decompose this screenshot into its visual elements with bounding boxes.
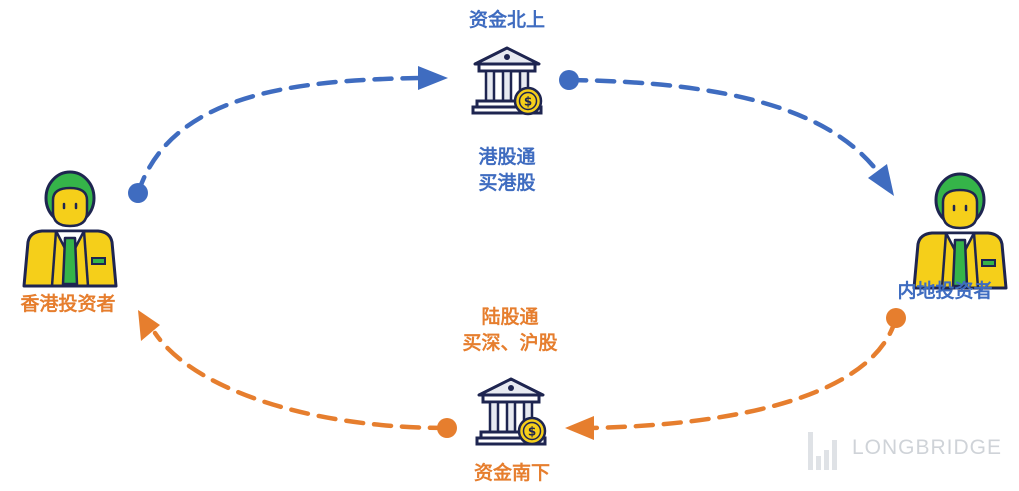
south-flow-title: 资金南下 (473, 462, 550, 484)
southbound-flow (138, 308, 906, 440)
watermark-logo-icon (808, 432, 837, 470)
south-channel-desc: 买深、沪股 (462, 332, 558, 354)
north-arrow-left-path (135, 75, 423, 196)
north-channel-desc: 买港股 (478, 172, 536, 194)
watermark: LONGBRIDGE (846, 428, 1002, 468)
north-flow-title: 资金北上 (468, 9, 545, 31)
south-arrow-left-path (152, 330, 450, 431)
north-channel-name: 港股通 (478, 146, 536, 168)
investor-icon-mainland (912, 172, 1008, 290)
south-channel-name: 陆股通 (481, 306, 539, 328)
north-arrow-left-start-dot (128, 183, 148, 203)
south-arrow-right-head (565, 416, 594, 440)
coin-icon-top (513, 86, 543, 116)
investor-icon-hongkong (22, 170, 118, 288)
mainland-investor-label: 内地投资者 (897, 280, 993, 302)
south-arrow-right-start-dot (886, 308, 906, 328)
north-arrow-right-path (566, 77, 881, 175)
south-arrow-left-head (138, 310, 160, 341)
northbound-flow (128, 66, 894, 203)
north-arrow-right-start-dot (559, 70, 579, 90)
south-arrow-left-start-dot (437, 418, 457, 438)
coin-icon-bottom (517, 416, 547, 446)
north-arrow-left-head (418, 66, 448, 90)
north-arrow-right-head (868, 164, 894, 196)
hongkong-investor-label: 香港投资者 (20, 293, 116, 315)
south-arrow-right-path (587, 315, 899, 431)
watermark-text: LONGBRIDGE (852, 436, 1003, 459)
